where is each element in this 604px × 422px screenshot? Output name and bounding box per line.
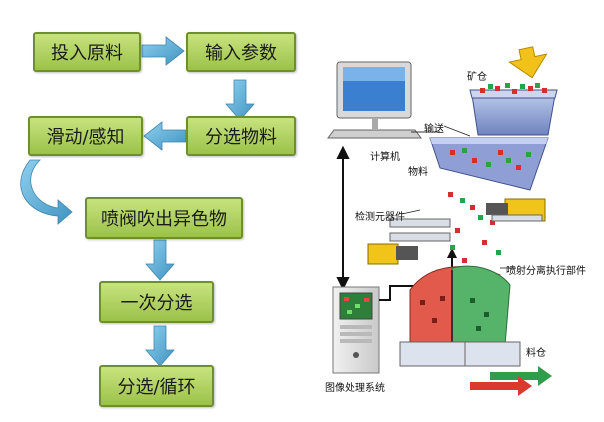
label-ejector: 喷射分离执行部件: [506, 266, 586, 277]
flow-step-eject-off-color: 喷阀吹出异色物: [85, 197, 243, 239]
ejector-icon: [399, 265, 552, 396]
label-detector: 检测元器件: [355, 212, 405, 223]
computer-icon: [327, 61, 440, 139]
arrow-step5-to-step6: [145, 239, 175, 281]
flow-step-feed-material: 投入原料: [33, 32, 141, 72]
image-processing-cabinet-icon: [332, 248, 457, 374]
label-leader-lines: [401, 125, 516, 269]
flow-step-slide-sense: 滑动/感知: [28, 116, 143, 156]
label-computer: 计算机: [370, 152, 400, 163]
arrow-step4-to-step5: [20, 159, 73, 225]
flow-step-primary-sort: 一次分选: [99, 281, 214, 323]
flow-step-input-parameters: 输入参数: [186, 32, 296, 72]
chute-icon: [429, 137, 549, 191]
label-image-system: 图像处理系统: [325, 383, 385, 394]
hopper-icon: [469, 46, 558, 136]
arrow-step6-to-step7: [145, 325, 175, 367]
arrow-step3-to-step4: [143, 121, 187, 151]
label-conveying: 输送: [424, 124, 444, 135]
flow-step-sort-cycle: 分选/循环: [99, 365, 214, 407]
flow-step-sort-material: 分选物料: [186, 116, 296, 156]
label-material: 物料: [408, 167, 428, 178]
arrow-step1-to-step2: [141, 36, 185, 66]
arrow-step2-to-step3: [225, 79, 255, 121]
flow-arrows: [20, 36, 255, 367]
detector-icon: [367, 198, 546, 265]
label-hopper: 矿仓: [467, 72, 487, 83]
label-bin: 料仓: [526, 348, 546, 359]
signal-arrow-icon: [336, 145, 350, 291]
falling-particles: [448, 192, 501, 273]
